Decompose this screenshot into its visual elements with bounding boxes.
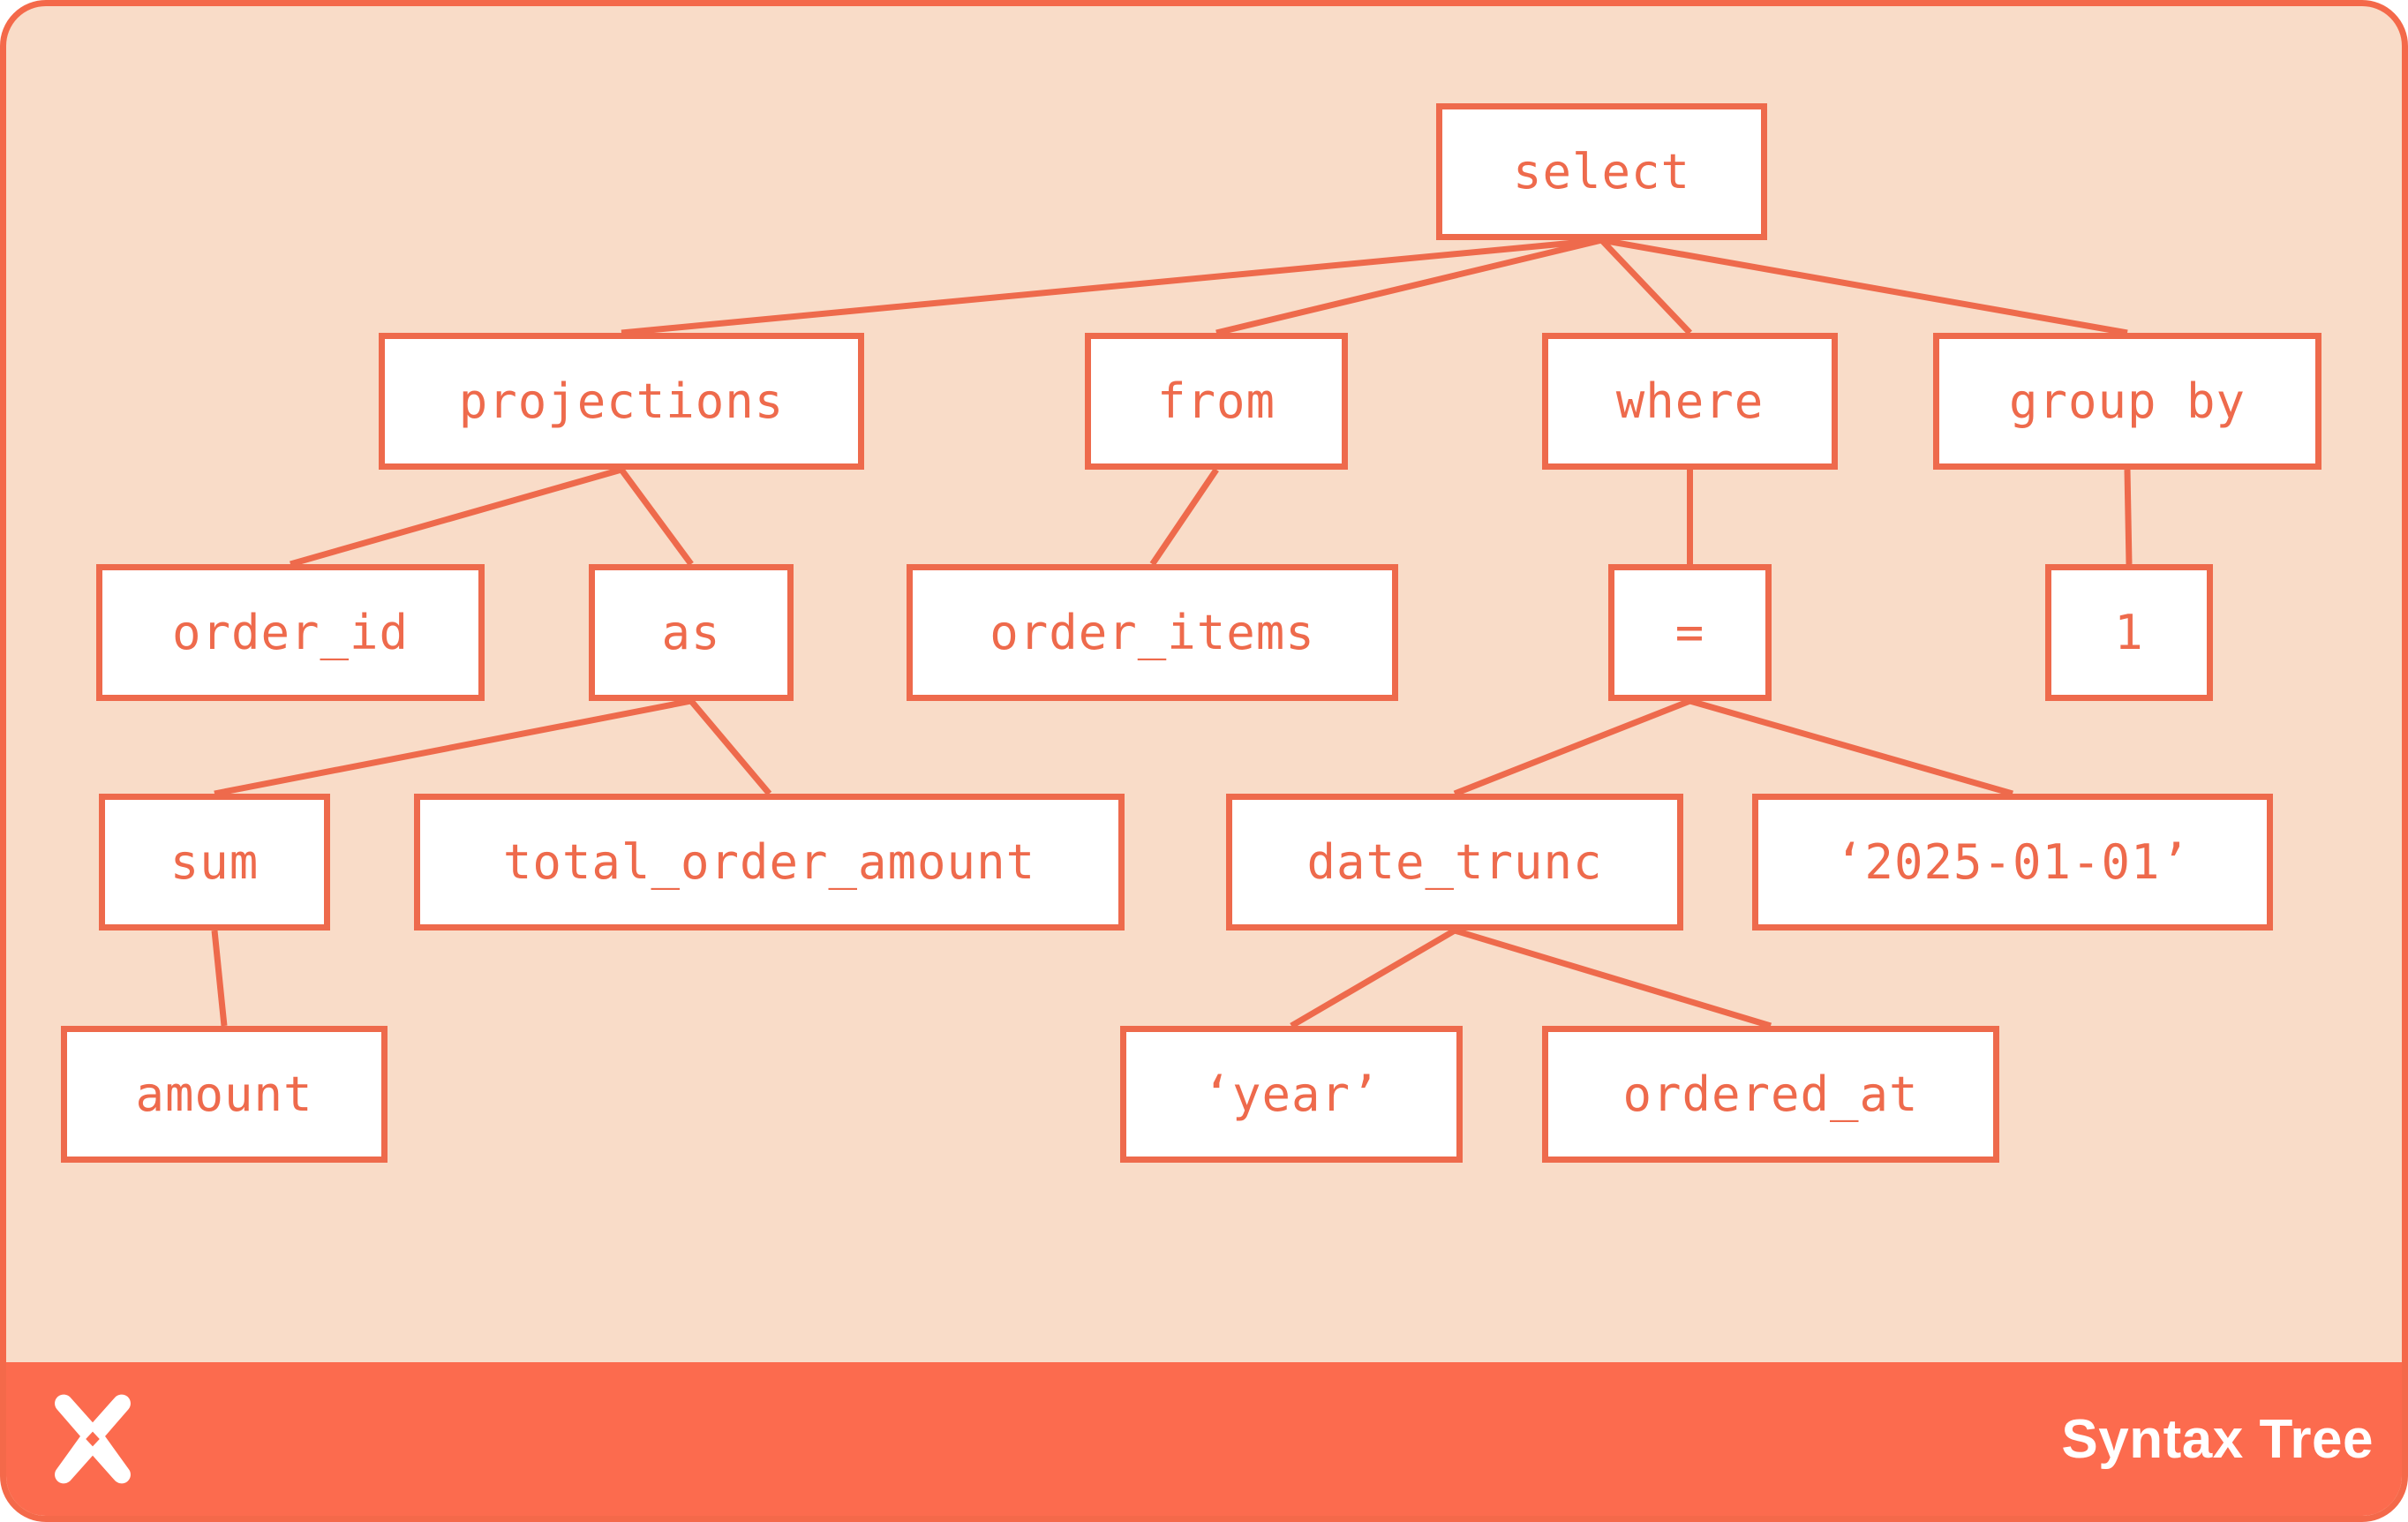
footer-bar: Syntax Tree <box>6 1362 2402 1516</box>
tree-edge <box>1453 927 1772 1029</box>
tree-edge <box>689 698 772 796</box>
tree-node-eq[interactable]: = <box>1608 564 1772 701</box>
tree-node-year_literal[interactable]: ‘year’ <box>1120 1026 1463 1163</box>
tree-node-amount[interactable]: amount <box>61 1026 388 1163</box>
tree-node-order_items[interactable]: order_items <box>907 564 1398 701</box>
tree-node-group_by[interactable]: group by <box>1933 333 2321 470</box>
tree-node-from[interactable]: from <box>1085 333 1348 470</box>
tree-edge <box>1599 237 1693 335</box>
tree-node-select[interactable]: select <box>1436 103 1767 240</box>
tree-edge <box>1453 697 1691 797</box>
tree-node-as[interactable]: as <box>589 564 794 701</box>
tree-edge <box>1149 468 1219 566</box>
tree-node-order_id[interactable]: order_id <box>96 564 485 701</box>
tree-edge <box>1215 237 1603 336</box>
four-point-star-logo-icon <box>47 1393 139 1485</box>
tree-edge <box>214 697 692 797</box>
tree-edge <box>1290 927 1456 1029</box>
tree-edge <box>1600 237 2128 336</box>
tree-edge <box>290 466 622 568</box>
tree-node-one[interactable]: 1 <box>2045 564 2213 701</box>
tree-node-sum[interactable]: sum <box>99 794 330 931</box>
tree-edge <box>1689 697 2013 797</box>
tree-node-total_order_amount[interactable]: total_order_amount <box>414 794 1125 931</box>
tree-edge <box>2124 469 2133 565</box>
tree-edge <box>211 930 228 1027</box>
tree-edge <box>621 237 1602 336</box>
footer-title: Syntax Tree <box>2061 1408 2374 1470</box>
tree-node-projections[interactable]: projections <box>379 333 864 470</box>
tree-edge <box>619 467 694 567</box>
tree-node-ordered_at[interactable]: ordered_at <box>1542 1026 1999 1163</box>
tree-node-where[interactable]: where <box>1542 333 1838 470</box>
tree-node-date_literal[interactable]: ‘2025-01-01’ <box>1752 794 2273 931</box>
tree-edges-layer <box>211 237 2133 1029</box>
tree-node-date_trunc[interactable]: date_trunc <box>1226 794 1683 931</box>
